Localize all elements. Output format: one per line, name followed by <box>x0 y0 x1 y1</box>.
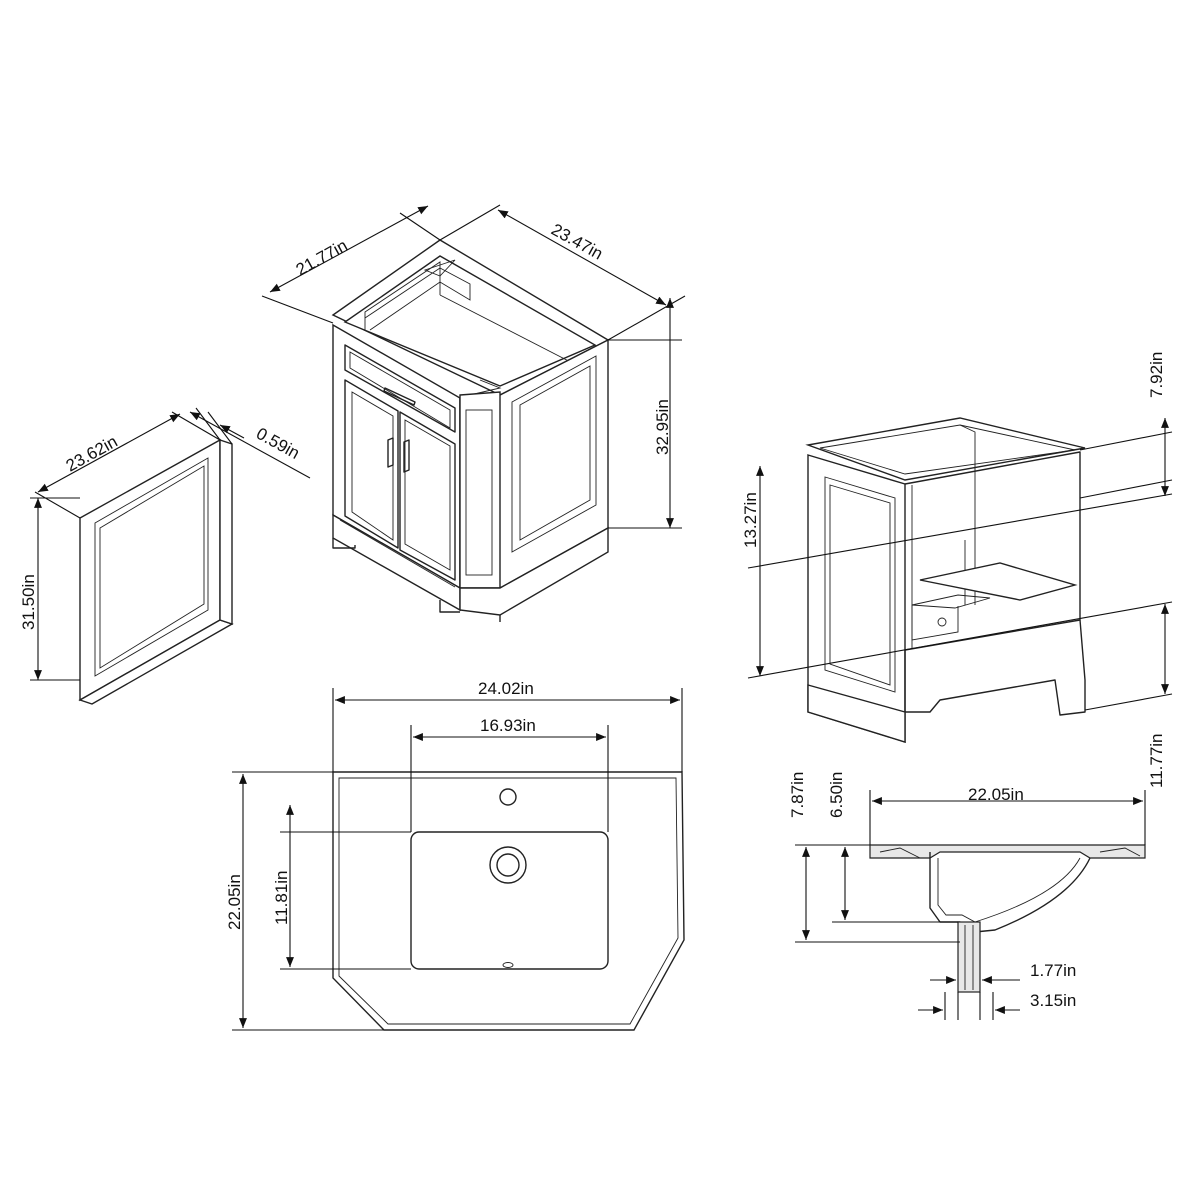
vanity-height-label: 32.95in <box>653 399 672 455</box>
cabinet-side-dimensions: 7.92in 13.27in 11.77in <box>741 352 1173 788</box>
vanity-width-label: 23.47in <box>548 220 606 264</box>
top-depth-label: 7.92in <box>1147 352 1166 398</box>
countertop-width-label: 24.02in <box>478 679 534 698</box>
sink-basin-outline <box>410 831 609 970</box>
countertop-depth-label: 22.05in <box>225 874 244 930</box>
cabinet-side-view <box>805 417 1086 743</box>
countertop-top-view <box>332 771 685 1031</box>
drain-outer-label: 3.15in <box>1030 991 1076 1010</box>
sink-depth-label: 11.81in <box>272 870 291 925</box>
toe-height-label: 11.77in <box>1147 733 1166 788</box>
drain-icon <box>489 846 527 884</box>
basin-section-width-label: 22.05in <box>968 785 1024 804</box>
sink-width-label: 16.93in <box>480 716 536 735</box>
drain-inner-label: 1.77in <box>1030 961 1076 980</box>
vanity-isometric-view <box>331 239 610 622</box>
basin-section-dimensions: 22.05in 7.87in 6.50in 1.77in 3.15in <box>788 772 1146 1020</box>
mirror-view <box>78 438 234 705</box>
faucet-hole-icon <box>499 788 517 806</box>
mirror-thickness-label: 0.59in <box>253 424 303 463</box>
vanity-depth-label: 21.77in <box>293 236 351 280</box>
mirror-height-label: 31.50in <box>19 574 38 630</box>
basin-depth-label: 6.50in <box>827 772 846 818</box>
countertop-dimensions: 24.02in 16.93in 22.05in 11.81in <box>225 679 683 1031</box>
basin-section-view <box>869 844 1146 993</box>
basin-overall-depth-label: 7.87in <box>788 772 807 818</box>
mirror-width-label: 23.62in <box>63 432 121 476</box>
side-mid-height-label: 13.27in <box>741 492 760 548</box>
